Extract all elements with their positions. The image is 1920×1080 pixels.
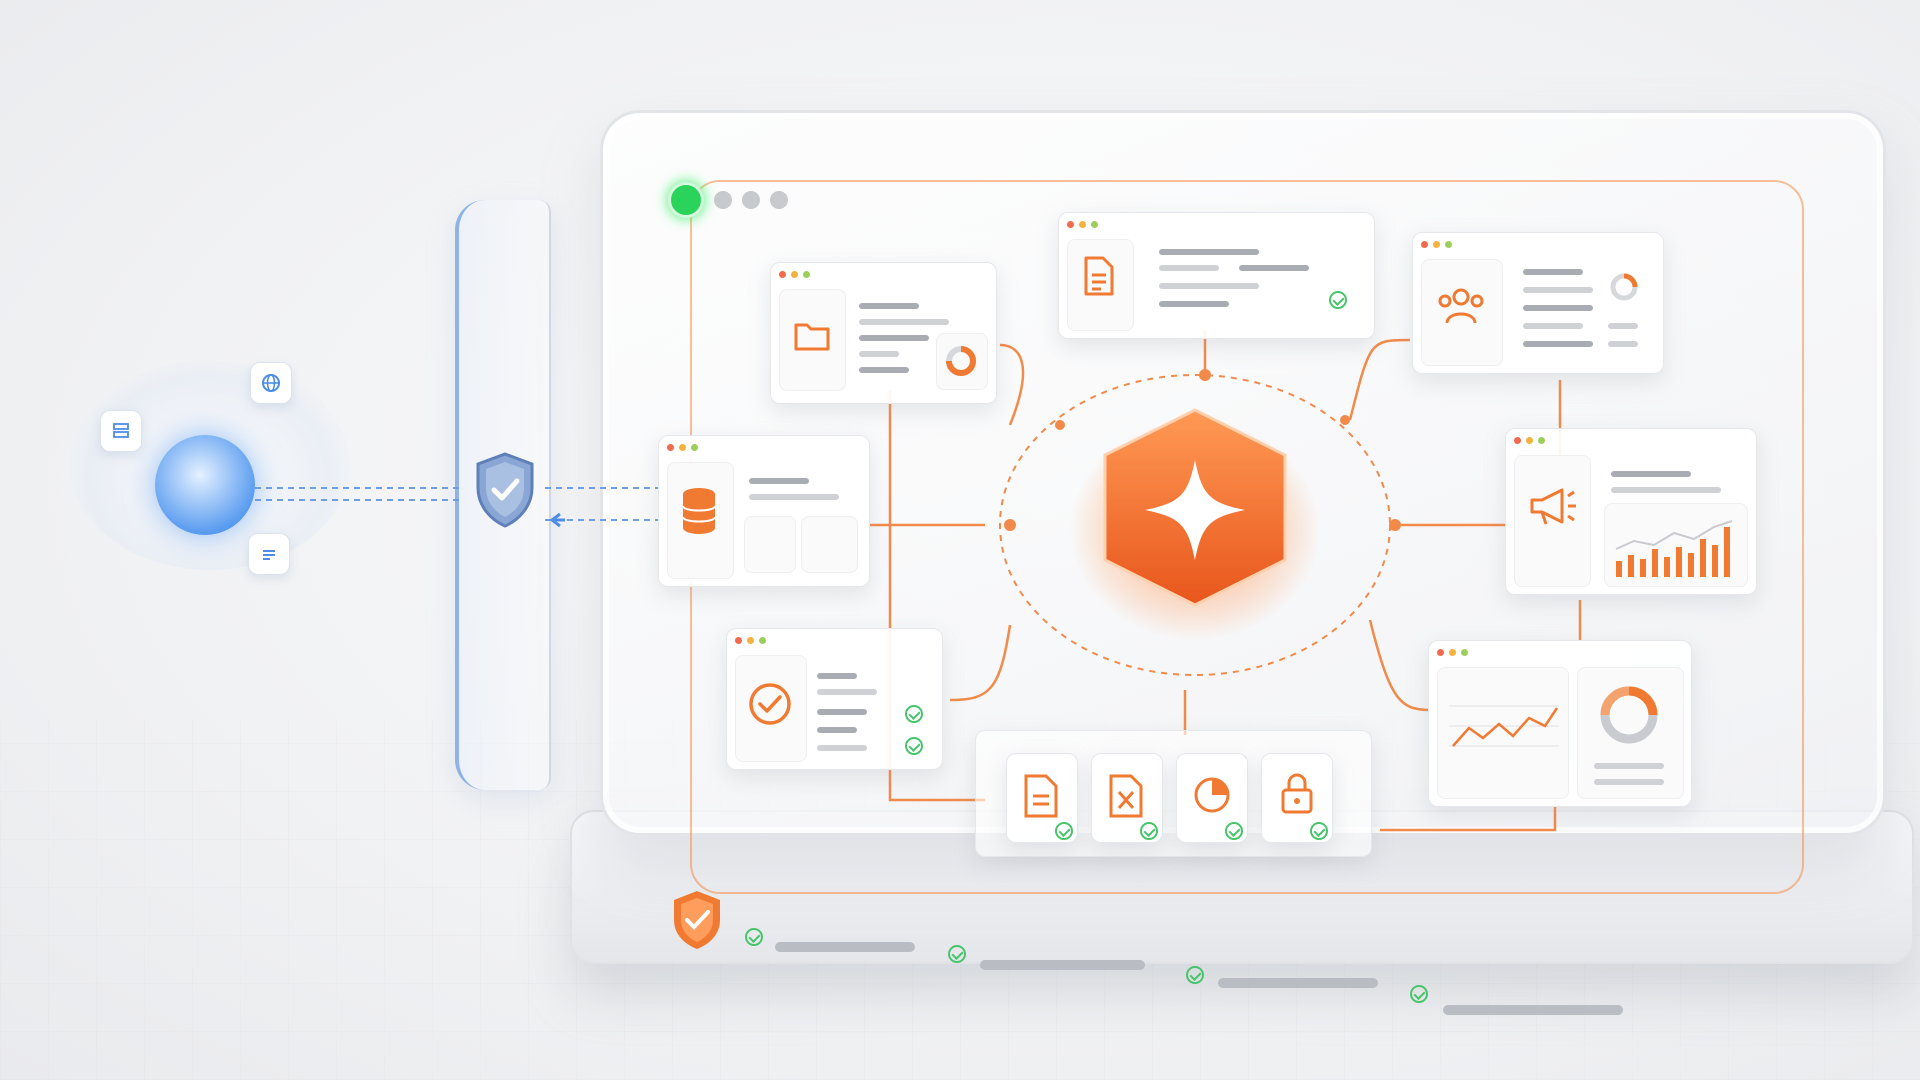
document-icon	[1024, 774, 1058, 818]
donut-chart-icon	[1597, 683, 1661, 752]
window-dot[interactable]	[770, 191, 788, 209]
progress-ring-icon	[1608, 271, 1640, 308]
status-bar	[1218, 978, 1378, 988]
shield-check-icon	[472, 450, 538, 535]
card-chart-pane	[936, 333, 988, 390]
check-icon	[1055, 822, 1073, 840]
check-icon	[1186, 966, 1204, 984]
lock-icon	[1281, 773, 1313, 814]
check-icon	[1329, 291, 1347, 309]
card-window-dots	[1421, 241, 1452, 248]
bar-chart-icon	[1614, 519, 1739, 584]
spreadsheet-icon	[1109, 774, 1143, 818]
card-icon-pane	[1421, 259, 1503, 366]
check-icon	[948, 945, 966, 963]
folder-card[interactable]	[770, 262, 997, 404]
central-hub	[1070, 400, 1320, 640]
marketing-card[interactable]	[1505, 428, 1757, 595]
check-circle-icon	[747, 681, 793, 732]
file-document[interactable]	[1006, 753, 1078, 843]
donut-chart-icon	[943, 343, 979, 384]
base-shield-icon	[670, 888, 724, 957]
message-small-icon	[248, 533, 290, 575]
window-dot[interactable]	[742, 191, 760, 209]
tasks-card[interactable]	[726, 628, 943, 770]
globe-small-icon	[250, 362, 292, 404]
check-icon	[1310, 822, 1328, 840]
card-window-dots	[1437, 649, 1468, 656]
status-bar	[980, 960, 1145, 970]
pie-chart-icon	[1194, 777, 1230, 813]
card-icon-pane	[1067, 239, 1134, 331]
line-chart-icon	[1449, 696, 1559, 771]
document-icon	[1083, 255, 1115, 302]
line-chart-pane	[1437, 667, 1569, 799]
card-window-dots	[667, 444, 698, 451]
users-icon	[1435, 285, 1487, 332]
status-bar	[775, 942, 915, 952]
globe-icon	[155, 435, 255, 535]
server-small-icon	[100, 410, 142, 452]
card-icon-pane	[1514, 455, 1591, 587]
card-grid-pane	[801, 516, 858, 573]
team-card[interactable]	[1412, 232, 1664, 374]
window-dot[interactable]	[714, 191, 732, 209]
check-icon	[905, 737, 923, 755]
status-online-dot	[668, 182, 704, 218]
file-report[interactable]	[1176, 753, 1248, 843]
database-card[interactable]	[658, 435, 870, 587]
check-icon	[1225, 822, 1243, 840]
check-icon	[1410, 985, 1428, 1003]
analytics-card[interactable]	[1428, 640, 1692, 807]
folder-icon	[793, 319, 831, 358]
files-tray[interactable]	[975, 730, 1372, 857]
megaphone-icon	[1526, 484, 1580, 533]
database-icon	[679, 486, 719, 541]
card-icon-pane	[779, 289, 846, 391]
file-secure[interactable]	[1261, 753, 1333, 843]
window-controls[interactable]	[668, 182, 788, 218]
card-window-dots	[1514, 437, 1545, 444]
card-window-dots	[779, 271, 810, 278]
firewall-panel	[455, 200, 551, 790]
card-window-dots	[735, 637, 766, 644]
file-spreadsheet[interactable]	[1091, 753, 1163, 843]
card-window-dots	[1067, 221, 1098, 228]
document-card[interactable]	[1058, 212, 1375, 339]
card-list-pane	[744, 516, 796, 573]
check-icon	[1140, 822, 1158, 840]
check-icon	[745, 928, 763, 946]
status-bar	[1443, 1005, 1623, 1015]
check-icon	[905, 705, 923, 723]
